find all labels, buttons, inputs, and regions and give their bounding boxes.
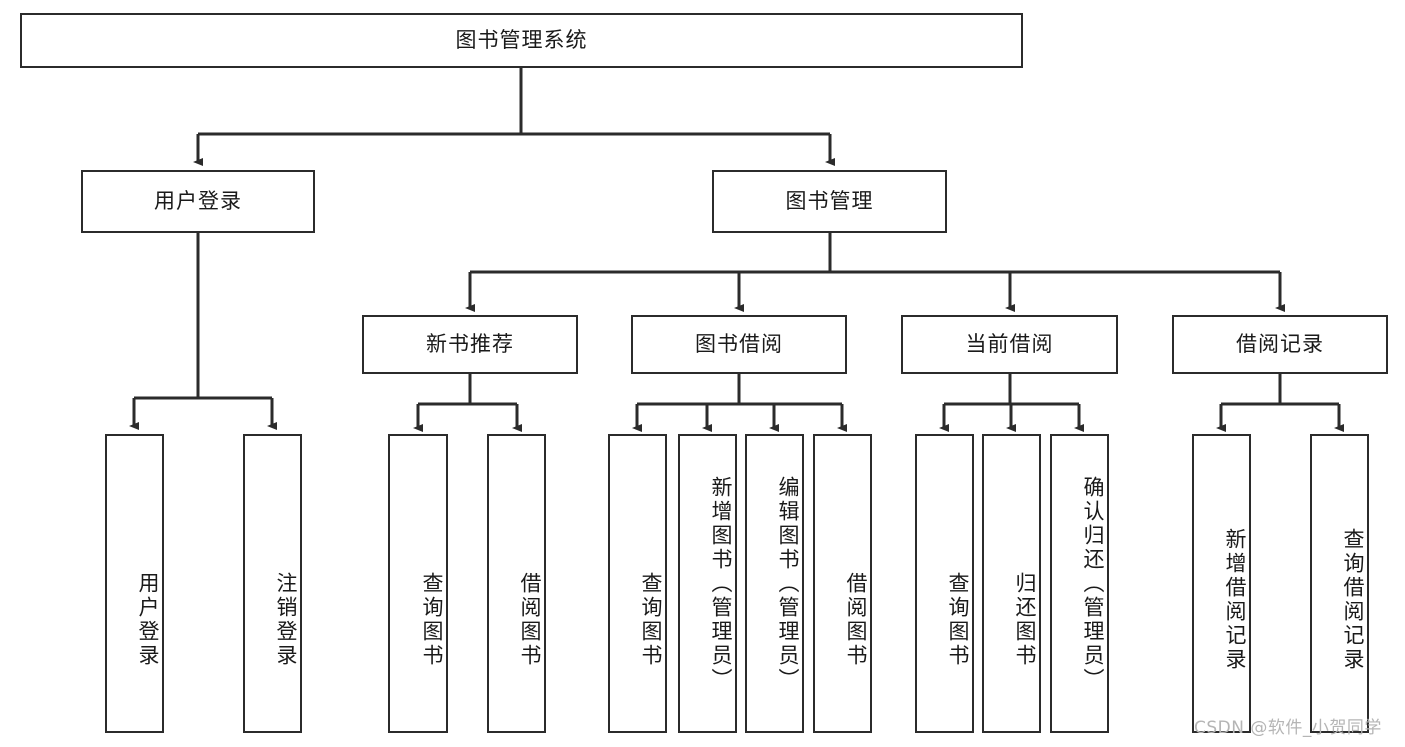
leaf-borrow-books-borrowing[interactable]: 借阅图书 [813,434,872,733]
leaf-query-borrow-record[interactable]: 查询借阅记录 [1310,434,1369,733]
node-label: 新书推荐 [426,331,514,356]
leaf-edit-book-admin[interactable]: 编辑图书（管理员） [745,434,804,733]
leaf-borrow-books-recommend[interactable]: 借阅图书 [487,434,546,733]
csdn-watermark: CSDN @软件_小贺同学 [1194,718,1382,738]
node-label: 用户登录 [136,571,160,668]
leaf-query-books-recommend[interactable]: 查询图书 [388,434,448,733]
leaf-query-books-current[interactable]: 查询图书 [915,434,974,733]
leaf-query-books-borrowing[interactable]: 查询图书 [608,434,667,733]
node-label: 借阅图书 [844,571,868,668]
node-label: 当前借阅 [965,331,1054,356]
node-label: 图书管理系统 [455,27,588,52]
node-label: 图书管理 [785,188,874,213]
node-book-borrowing[interactable]: 图书借阅 [631,315,847,374]
leaf-add-book-admin[interactable]: 新增图书（管理员） [678,434,737,733]
leaf-return-books[interactable]: 归还图书 [982,434,1041,733]
node-label: 借阅图书 [518,571,542,668]
node-borrowing-records[interactable]: 借阅记录 [1172,315,1388,374]
node-label: 用户登录 [154,188,242,213]
node-book-management[interactable]: 图书管理 [712,170,947,233]
node-current-borrowing[interactable]: 当前借阅 [901,315,1118,374]
leaf-user-login[interactable]: 用户登录 [105,434,164,733]
node-label: 图书借阅 [695,331,783,356]
node-label: 新增借阅记录 [1223,527,1247,672]
leaf-logout[interactable]: 注销登录 [243,434,302,733]
node-label: 查询图书 [946,571,970,668]
node-user-login[interactable]: 用户登录 [81,170,315,233]
leaf-confirm-return-admin[interactable]: 确认归还（管理员） [1050,434,1109,733]
node-label: 借阅记录 [1236,331,1324,356]
node-label: 注销登录 [274,571,298,668]
node-label: 查询图书 [420,571,444,668]
leaf-add-borrow-record[interactable]: 新增借阅记录 [1192,434,1251,733]
node-label: 新增图书（管理员） [709,475,733,692]
node-label: 确认归还（管理员） [1081,475,1105,692]
node-new-book-recommendation[interactable]: 新书推荐 [362,315,578,374]
node-label: 编辑图书（管理员） [776,475,800,692]
node-label: 查询借阅记录 [1341,527,1365,672]
node-book-management-system[interactable]: 图书管理系统 [20,13,1023,68]
node-label: 归还图书 [1013,571,1037,668]
node-label: 查询图书 [639,571,663,668]
